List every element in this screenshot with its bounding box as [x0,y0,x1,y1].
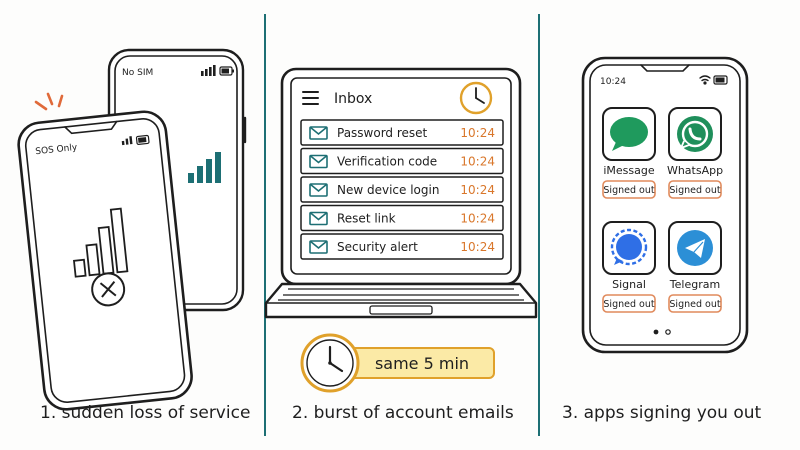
app-name: Telegram [669,278,720,291]
back-phone-signal-icon [201,65,216,76]
banner-clock-icon [328,361,332,365]
email-time: 10:24 [460,240,495,254]
signal-icon [610,228,648,266]
app-phone-time: 10:24 [600,77,626,87]
time-banner-label: same 5 min [375,354,469,373]
envelope-icon [309,211,328,226]
email-time: 10:24 [460,126,495,140]
panel-1: No SIM SOS Only [17,48,250,423]
email-row[interactable]: New device login 10:24 [300,176,504,203]
envelope-icon [309,183,328,197]
inbox-clock-icon [459,81,493,115]
telegram-icon [677,230,713,266]
envelope-icon [309,240,328,254]
back-phone-battery-icon [219,66,234,76]
email-row[interactable]: Security alert 10:24 [300,233,504,260]
front-phone-battery-icon [135,134,150,145]
no-service-x-icon [91,272,126,307]
alert-burst-icon [34,92,64,111]
imessage-icon [610,117,648,151]
signed-out-badge: Signed out [668,180,722,199]
time-banner: same 5 min [300,333,495,393]
email-row[interactable]: Reset link 10:24 [300,204,504,232]
email-subject: Verification code [337,155,437,169]
email-subject: Reset link [337,212,396,226]
strong-signal-bars-icon [188,152,221,183]
signed-out-badge: Signed out [668,294,722,313]
wifi-icon [699,75,711,85]
email-subject: Password reset [337,126,428,140]
email-time: 10:24 [460,183,495,197]
email-subject: New device login [337,183,439,197]
email-row[interactable]: Verification code 10:24 [300,147,504,175]
front-phone-status: SOS Only [35,143,78,157]
signed-out-badge: Signed out [602,180,656,199]
caption-1: 1. sudden loss of service [40,403,250,423]
envelope-icon [309,126,328,140]
signed-out-label: Signed out [669,185,720,196]
email-row[interactable]: Password reset 10:24 [300,119,504,146]
whatsapp-icon [677,116,713,152]
front-phone-signal-icon [121,136,133,146]
app-phone-battery-icon [713,75,728,85]
caption-3: 3. apps signing you out [562,403,762,423]
signed-out-label: Signed out [603,185,654,196]
email-time: 10:24 [460,155,495,169]
app-name: Signal [612,278,646,291]
email-subject: Security alert [337,240,418,254]
page-dot-active[interactable] [653,329,659,335]
back-phone-status: No SIM [122,68,153,78]
email-time: 10:24 [460,212,495,226]
menu-icon[interactable] [302,91,319,105]
app-name: iMessage [603,164,654,177]
inbox-title: Inbox [334,91,372,107]
app-name: WhatsApp [667,164,723,177]
signed-out-label: Signed out [603,299,654,310]
front-phone: SOS Only [17,110,193,411]
signed-out-label: Signed out [669,299,720,310]
caption-2: 2. burst of account emails [292,403,514,423]
envelope-icon [309,154,328,169]
page-dot[interactable] [665,329,671,335]
signed-out-badge: Signed out [602,294,656,313]
